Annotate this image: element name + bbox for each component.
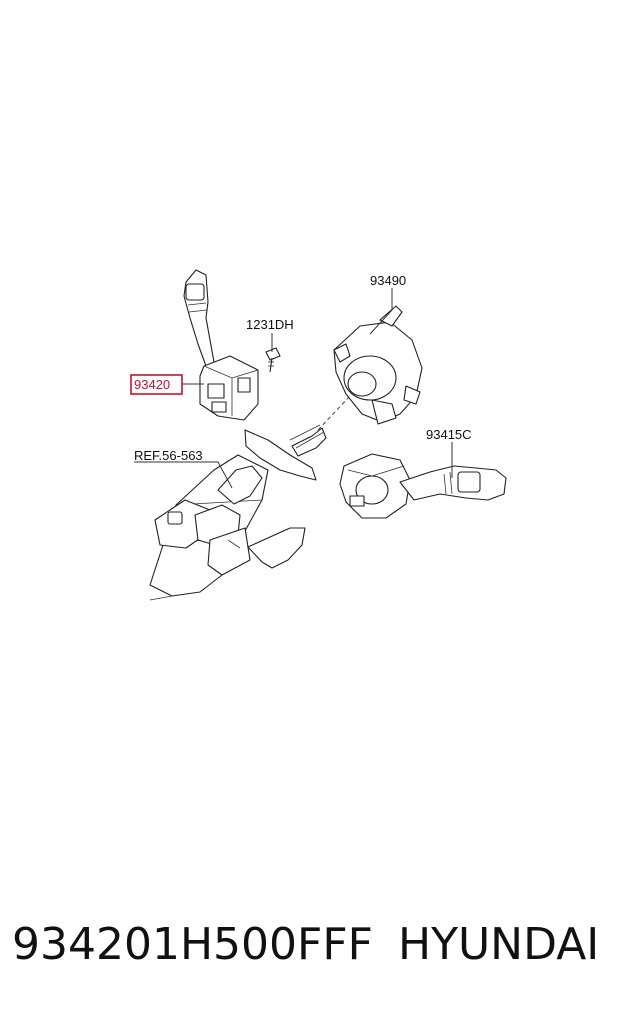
leader-93490 <box>369 288 393 335</box>
highlight-box-93420 <box>130 374 183 395</box>
multifunction-switch-93415C <box>339 453 507 519</box>
callout-1231DH[interactable]: 1231DH <box>246 317 294 332</box>
footer: 934201H500FFF HYUNDAI <box>0 910 620 980</box>
brand-name: HYUNDAI <box>398 919 600 970</box>
callout-93490[interactable]: 93490 <box>370 273 406 288</box>
callout-ref: REF.56-563 <box>134 448 203 463</box>
callout-93420[interactable]: 93420 <box>134 377 170 392</box>
part-number: 934201H500FFF <box>12 919 373 970</box>
callout-93415C[interactable]: 93415C <box>426 427 472 442</box>
multifunction-switch-93420 <box>183 269 259 421</box>
leader-ref <box>134 461 233 489</box>
steering-column <box>149 424 327 601</box>
assembly-axis-line <box>317 395 351 431</box>
clock-spring-93490 <box>333 305 423 425</box>
screw-1231DH <box>265 347 281 373</box>
